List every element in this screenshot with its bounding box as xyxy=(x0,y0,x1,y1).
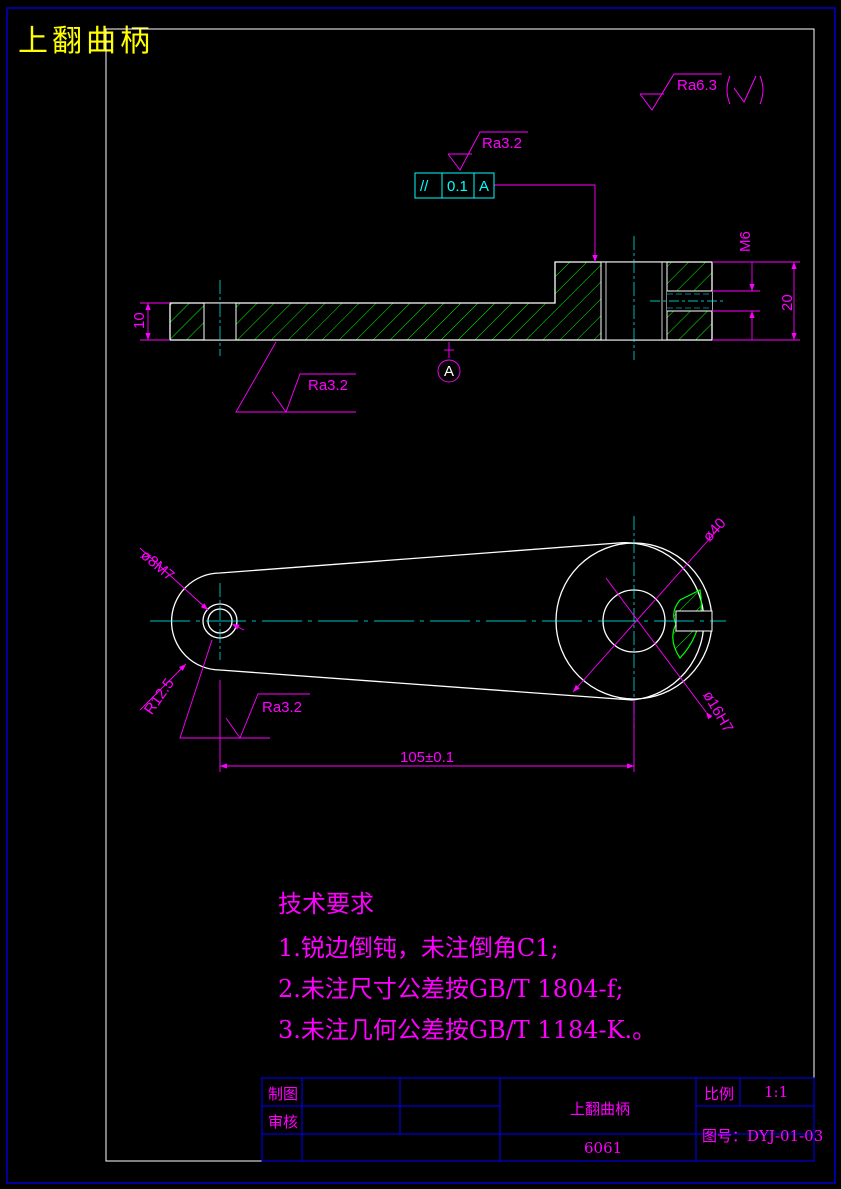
overall-roughness-symbol xyxy=(639,73,764,111)
title-block xyxy=(261,1077,815,1162)
dim-boss-diameter: ø40 xyxy=(700,515,730,546)
tech-requirement-item: 3.未注几何公差按GB/T 1184-K.。 xyxy=(278,1016,657,1044)
side-dimensions xyxy=(140,131,800,413)
dim-bore-diameter: ø16H7 xyxy=(699,688,736,735)
dim-height-left: 10 xyxy=(131,312,148,329)
dim-small-hole: ø8M7 xyxy=(137,547,177,585)
dim-height-right: 20 xyxy=(779,294,796,311)
roughness-side-label: Ra3.2 xyxy=(308,377,348,394)
tech-requirement-item: 1.锐边倒钝，未注倒角C1; xyxy=(278,934,559,962)
tolerance-symbol: // xyxy=(420,178,429,195)
outer-frame xyxy=(6,7,836,1184)
roughness-plan-label: Ra3.2 xyxy=(262,699,302,716)
dim-center-distance: 105±0.1 xyxy=(400,749,454,766)
drawn-by-label: 制图 xyxy=(268,1085,299,1103)
dim-radius: R12.5 xyxy=(141,675,178,718)
tech-requirements-heading: 技术要求 xyxy=(278,890,374,918)
checked-by-label: 审核 xyxy=(268,1113,299,1131)
corner-title: 上翻曲柄 xyxy=(18,24,154,59)
tolerance-datum: A xyxy=(479,178,489,195)
plan-outline xyxy=(170,542,705,701)
scale-label: 比例 xyxy=(704,1085,735,1103)
tolerance-frame: // 0.1 A xyxy=(414,172,495,199)
datum-label: A xyxy=(444,363,454,380)
scale-value: 1:1 xyxy=(764,1083,789,1101)
material: 6061 xyxy=(584,1139,623,1157)
overall-roughness-label: Ra6.3 xyxy=(677,77,717,94)
part-name: 上翻曲柄 xyxy=(570,1100,631,1118)
side-view xyxy=(169,236,724,360)
tech-requirement-item: 2.未注尺寸公差按GB/T 1804-f; xyxy=(278,975,624,1003)
plan-view xyxy=(150,516,726,728)
roughness-top-label: Ra3.2 xyxy=(482,135,522,152)
tolerance-value: 0.1 xyxy=(447,178,468,195)
dim-thread: M6 xyxy=(737,231,754,252)
plan-dimensions xyxy=(139,526,721,772)
drawing-number: 图号：DYJ-01-03 xyxy=(702,1127,824,1145)
